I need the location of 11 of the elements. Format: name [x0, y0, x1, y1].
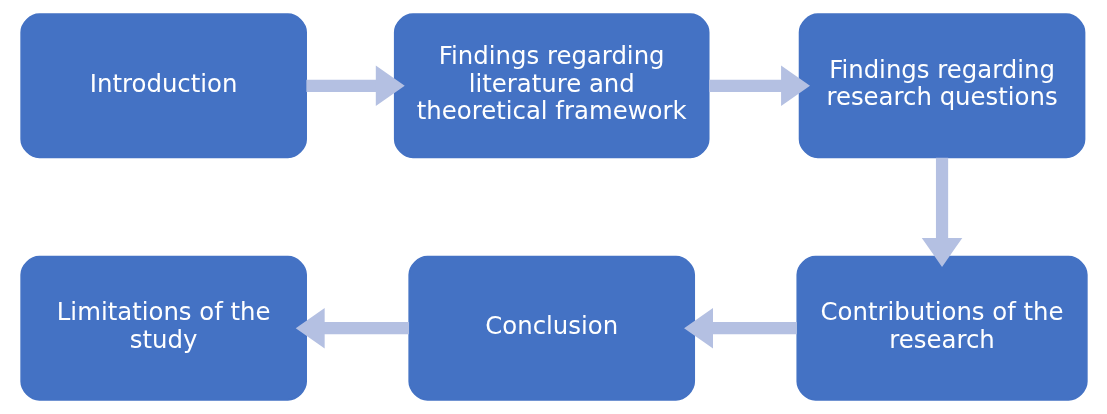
node-box: Conclusion: [407, 255, 695, 401]
node-box: Contributions of the research: [795, 255, 1088, 401]
node-box: Introduction: [19, 13, 307, 159]
arrow: [708, 65, 810, 107]
node-box: Limitations of the study: [19, 255, 307, 401]
node-box: Findings regarding research questions: [798, 13, 1085, 159]
arrow: [921, 157, 962, 267]
node-box: Findings regarding literature and theoretical framework: [393, 13, 709, 159]
arrow: [295, 307, 409, 349]
arrow: [305, 65, 405, 107]
arrow: [683, 307, 797, 349]
